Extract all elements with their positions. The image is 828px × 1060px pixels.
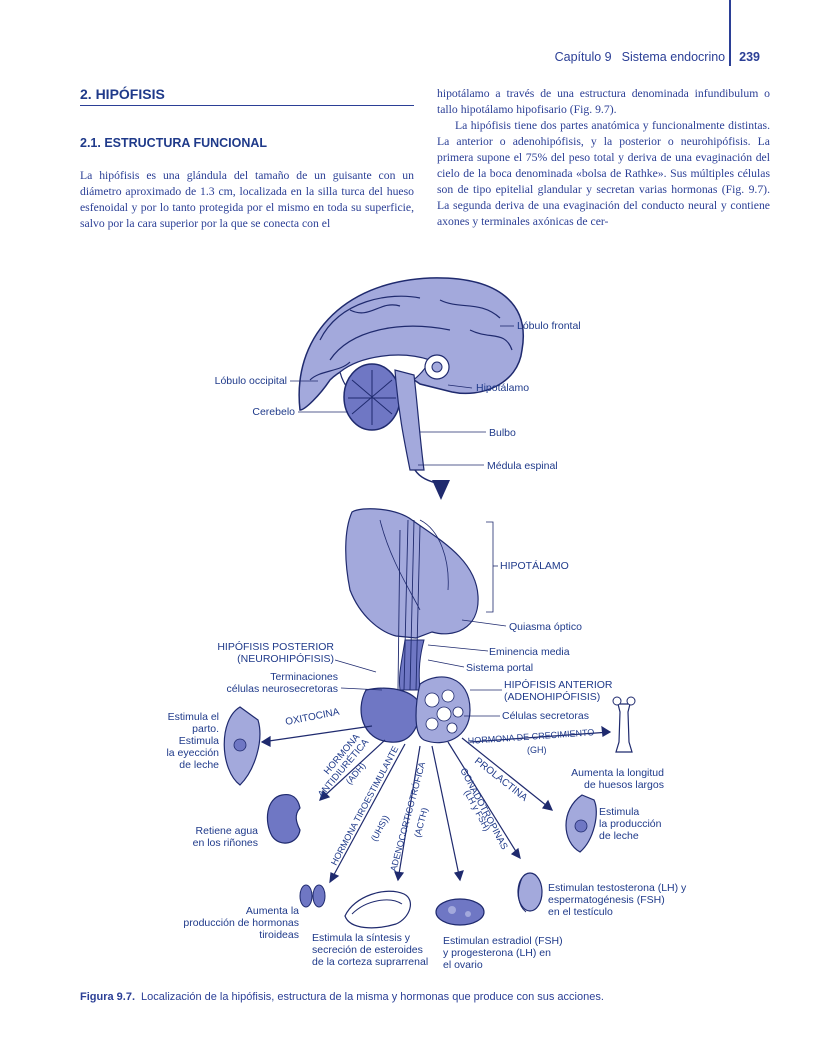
effect-line: Estimula: [599, 806, 639, 818]
effect-line: de leche: [179, 759, 219, 771]
body-paragraph: La hipófisis tiene dos partes anatómica …: [437, 119, 770, 228]
effect-line: la producción: [599, 818, 662, 830]
label-sistema-portal: Sistema portal: [466, 662, 533, 674]
effect-line: Estimula la síntesis y: [312, 932, 411, 944]
section-title: 2. HIPÓFISIS: [80, 86, 414, 106]
effect-acth: Estimula la síntesis y secreción de este…: [312, 932, 428, 968]
label-bulbo: Bulbo: [489, 427, 516, 439]
label-hipofisis-anterior: HIPÓFISIS ANTERIOR: [504, 678, 613, 691]
effect-line: secreción de esteroides: [312, 944, 423, 956]
effect-testiculo: Estimulan testosterona (LH) y espermatog…: [548, 882, 687, 918]
hypophysis-figure: Lóbulo frontal Lóbulo occipital Cerebelo…: [166, 277, 687, 971]
effect-line: espermatogénesis (FSH): [548, 894, 665, 906]
effect-line: Aumenta la: [246, 905, 299, 917]
effect-prolactina: Estimula la producción de leche: [599, 806, 662, 842]
testis-icon: [517, 872, 543, 913]
chapter-label: Capítulo 9: [554, 50, 612, 64]
label-celulas-neurosecretoras: células neurosecretoras: [227, 683, 338, 695]
label-neurohipofisis: (NEUROHIPÓFISIS): [237, 652, 334, 665]
label-eminencia-media: Eminencia media: [489, 646, 570, 658]
effect-oxitocina: Estimula el parto. Estimula la eyección …: [166, 711, 219, 771]
effect-line: parto.: [192, 723, 219, 735]
label-cerebelo: Cerebelo: [252, 406, 295, 418]
effect-ovario: Estimulan estradiol (FSH) y progesterona…: [443, 935, 563, 971]
effect-line: en los riñones: [193, 837, 258, 849]
hormone-tsh-line2: (UHS)): [369, 814, 391, 843]
label-celulas-secretoras: Células secretoras: [502, 710, 589, 722]
adrenal-icon: [344, 890, 412, 929]
effect-gh: Aumenta la longitud de huesos largos: [571, 767, 664, 791]
running-head: Capítulo 9 Sistema endocrino 239: [555, 50, 760, 64]
effect-line: el ovario: [443, 959, 483, 971]
label-hipotalamo: HIPOTÁLAMO: [500, 559, 569, 572]
effect-tsh: Aumenta la producción de hormonas tiroid…: [183, 905, 299, 941]
kidney-icon: [266, 793, 301, 844]
effect-line: Estimulan testosterona (LH) y: [548, 882, 687, 894]
thyroid-icon: [299, 884, 326, 908]
label-quiasma-optico: Quiasma óptico: [509, 621, 582, 633]
label-adenohipofisis: (ADENOHIPÓFISIS): [504, 690, 600, 703]
effect-line: de leche: [599, 830, 639, 842]
ovary-icon: [435, 898, 485, 926]
effect-line: Estimula el: [168, 711, 219, 723]
page-number: 239: [739, 50, 760, 64]
caption-text: Localización de la hipófisis, estructura…: [141, 991, 604, 1003]
breast-left-icon: [223, 706, 261, 786]
effect-line: la eyección: [166, 747, 219, 759]
brain-leader-lines: [290, 325, 514, 466]
caption-label: Figura 9.7.: [80, 991, 136, 1003]
effect-line: Retiene agua: [196, 825, 259, 837]
effect-line: producción de hormonas: [183, 917, 299, 929]
hormone-oxitocina: OXITOCINA: [284, 707, 340, 728]
effect-line: en el testículo: [548, 906, 613, 918]
pituitary-leader-lines: [334, 521, 507, 717]
effect-adh: Retiene agua en los riñones: [193, 825, 259, 849]
long-bone-icon: [612, 696, 636, 753]
effect-line: de huesos largos: [584, 779, 664, 791]
brain-illustration: [298, 277, 524, 500]
body-paragraph: La hipófisis es una glándula del tamaño …: [80, 169, 414, 230]
pituitary-illustration: [345, 508, 479, 744]
label-terminaciones: Terminaciones: [270, 671, 338, 683]
header-rule: [729, 0, 731, 66]
effect-line: y progesterona (LH) en: [443, 947, 551, 959]
label-medula-espinal: Médula espinal: [487, 460, 558, 472]
breast-right-icon: [565, 794, 597, 853]
effect-line: Estimulan estradiol (FSH): [443, 935, 563, 947]
subsection-title: 2.1. ESTRUCTURA FUNCIONAL: [80, 136, 268, 150]
body-paragraph: hipotálamo a través de una estructura de…: [437, 87, 770, 116]
effect-line: Aumenta la longitud: [571, 767, 664, 779]
hormone-gh-line1: HORMONA DE CRECIMIENTO: [467, 727, 594, 746]
hormone-gh-line2: (GH): [527, 745, 547, 755]
section-label: Sistema endocrino: [621, 50, 726, 64]
figure-caption: Figura 9.7. Localización de la hipófisis,…: [80, 991, 760, 1003]
effect-line: tiroideas: [259, 929, 299, 941]
label-hipofisis-posterior: HIPÓFISIS POSTERIOR: [217, 640, 334, 653]
effect-line: de la corteza suprarrenal: [312, 956, 428, 968]
label-hipotalamo-brain: Hipotálamo: [476, 382, 529, 394]
hormone-arrows: [260, 725, 612, 884]
effect-line: Estimula: [179, 735, 219, 747]
hormone-acth-line2: (ACTH): [412, 806, 430, 838]
label-lobulo-frontal: Lóbulo frontal: [517, 320, 581, 332]
label-lobulo-occipital: Lóbulo occipital: [215, 375, 287, 387]
